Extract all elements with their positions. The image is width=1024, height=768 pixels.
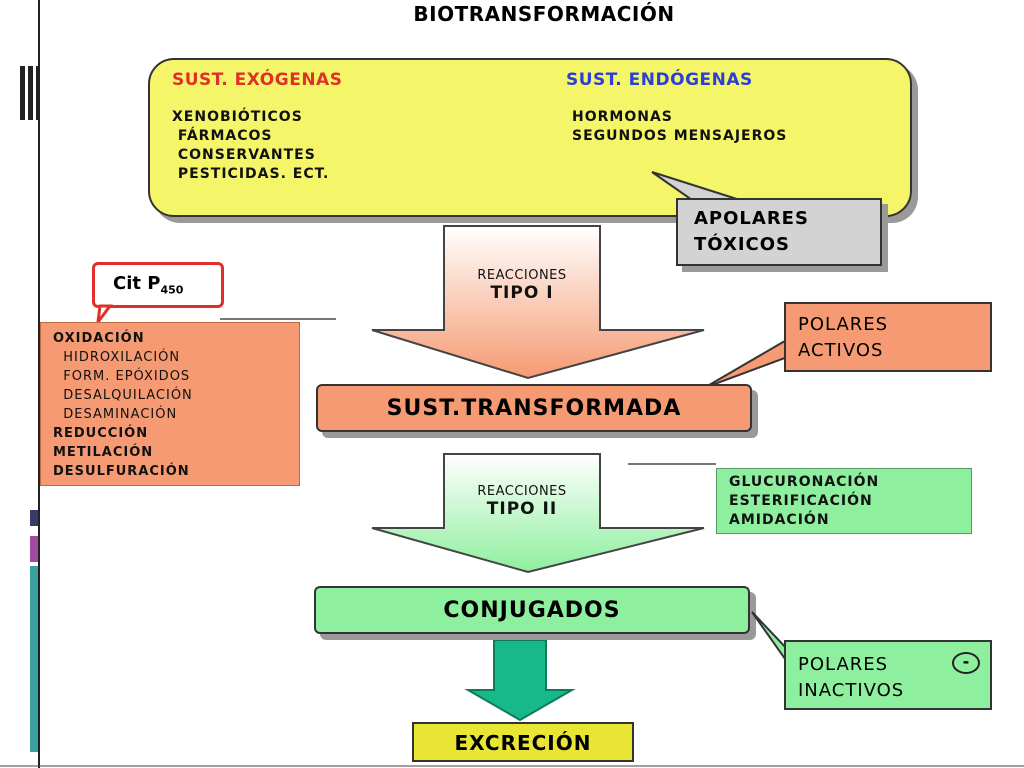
polares-activos-box: POLARES ACTIVOS bbox=[784, 302, 992, 372]
type1-item: METILACIÓN bbox=[53, 445, 154, 460]
reaction-type2-label: REACCIONES TIPO II bbox=[444, 484, 600, 519]
endogenous-list: HORMONAS SEGUNDOS MENSAJEROS bbox=[572, 108, 787, 146]
endogenous-item: HORMONAS bbox=[572, 109, 673, 125]
negative-charge-icon: - bbox=[952, 652, 980, 674]
conjugates-box: CONJUGADOS bbox=[314, 586, 750, 634]
type1-item: OXIDACIÓN bbox=[53, 331, 145, 346]
transformed-substance-box: SUST.TRANSFORMADA bbox=[316, 384, 752, 432]
reaction-type2-line1: REACCIONES bbox=[477, 484, 567, 499]
type1-item: FORM. EPÓXIDOS bbox=[53, 369, 191, 384]
type2-item: GLUCURONACIÓN bbox=[729, 474, 880, 490]
toxicos-line: TÓXICOS bbox=[694, 234, 790, 255]
reaction-type2-line2: TIPO II bbox=[486, 499, 558, 519]
cit-subscript: 450 bbox=[160, 283, 184, 297]
type1-list: OXIDACIÓN HIDROXILACIÓN FORM. EPÓXIDOS D… bbox=[53, 329, 193, 481]
endogenous-item: SEGUNDOS MENSAJEROS bbox=[572, 128, 788, 144]
endogenous-heading: SUST. ENDÓGENAS bbox=[566, 70, 753, 90]
type2-reactions-list: GLUCURONACIÓN ESTERIFICACIÓN AMIDACIÓN bbox=[716, 468, 972, 534]
reaction-type1-line2: TIPO I bbox=[490, 283, 554, 303]
exogenous-item: FÁRMACOS bbox=[172, 128, 273, 144]
excretion-box: EXCRECIÓN bbox=[412, 722, 634, 762]
type1-item: REDUCCIÓN bbox=[53, 426, 149, 441]
cit-label: Cit P bbox=[113, 273, 161, 294]
exogenous-item: PESTICIDAS. ECT. bbox=[172, 166, 330, 182]
exogenous-heading: SUST. EXÓGENAS bbox=[172, 70, 343, 90]
type1-item: DESULFURACIÓN bbox=[53, 464, 190, 479]
polares-inactivos-box: POLARES INACTIVOS bbox=[784, 640, 992, 710]
left-decor bbox=[20, 0, 40, 768]
type1-reactions-list: OXIDACIÓN HIDROXILACIÓN FORM. EPÓXIDOS D… bbox=[40, 322, 300, 486]
type1-item: DESALQUILACIÓN bbox=[53, 388, 193, 403]
exogenous-item: CONSERVANTES bbox=[172, 147, 316, 163]
cit-p450-callout: Cit P450 bbox=[92, 262, 224, 308]
type2-item: ESTERIFICACIÓN bbox=[729, 493, 873, 509]
type1-item: HIDROXILACIÓN bbox=[53, 350, 181, 365]
apolares-toxicos-box: APOLARES TÓXICOS bbox=[676, 198, 882, 266]
exogenous-item: XENOBIÓTICOS bbox=[172, 109, 303, 125]
exogenous-list: XENOBIÓTICOS FÁRMACOS CONSERVANTES PESTI… bbox=[172, 108, 329, 184]
sources-box: SUST. EXÓGENAS SUST. ENDÓGENAS XENOBIÓTI… bbox=[148, 58, 912, 217]
reaction-type1-label: REACCIONES TIPO I bbox=[444, 268, 600, 303]
activos-line: ACTIVOS bbox=[798, 340, 884, 361]
reaction-type1-line1: REACCIONES bbox=[477, 268, 567, 283]
type2-item: AMIDACIÓN bbox=[729, 512, 830, 528]
polares-line: POLARES bbox=[798, 654, 889, 675]
page-title: BIOTRANSFORMACIÓN bbox=[413, 2, 675, 26]
apolares-line: APOLARES bbox=[694, 208, 809, 229]
polares-line: POLARES bbox=[798, 314, 889, 335]
inactivos-line: INACTIVOS bbox=[798, 680, 905, 701]
type1-item: DESAMINACIÓN bbox=[53, 407, 178, 422]
